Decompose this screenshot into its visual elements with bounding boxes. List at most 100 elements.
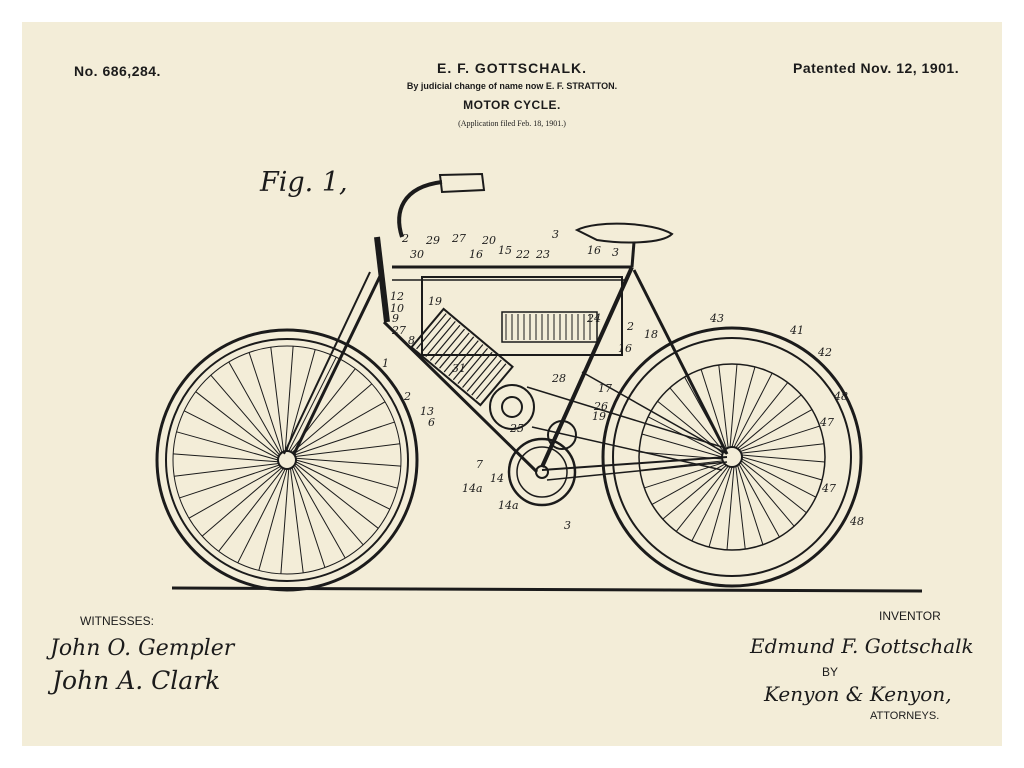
spoke xyxy=(201,467,283,537)
spoke xyxy=(270,347,285,452)
cooling-fin xyxy=(416,313,447,350)
reference-numeral: 29 xyxy=(425,234,440,247)
reference-numeral: 2 xyxy=(626,320,634,333)
spoke xyxy=(738,409,813,451)
reference-numeral: 6 xyxy=(428,416,435,429)
spoke xyxy=(735,466,746,550)
spoke xyxy=(295,443,400,458)
reference-numeral: 42 xyxy=(817,346,832,359)
chainring xyxy=(507,437,577,507)
inventor-label: INVENTOR xyxy=(879,609,941,623)
spoke xyxy=(729,364,738,448)
reference-numeral: 23 xyxy=(535,248,550,261)
spoke xyxy=(741,443,825,454)
application-filed-note: (Application filed Feb. 18, 1901.) xyxy=(458,119,566,128)
spoke xyxy=(731,366,756,448)
spoke xyxy=(295,461,391,510)
spoke xyxy=(740,460,807,514)
drive-belt xyxy=(526,386,723,448)
cooling-fin xyxy=(457,347,488,385)
spoke xyxy=(295,459,398,489)
patent-title: MOTOR CYCLE. xyxy=(463,98,561,112)
spoke xyxy=(737,465,764,545)
spoke xyxy=(675,465,729,532)
reference-numeral: 19 xyxy=(592,410,606,423)
reference-numeral: 16 xyxy=(587,244,601,257)
inventor-name-heading: E. F. GOTTSCHALK. xyxy=(437,60,587,76)
spoke xyxy=(295,457,401,467)
spoke xyxy=(726,466,735,550)
spoke xyxy=(651,463,726,505)
cooling-fin xyxy=(452,344,484,381)
name-change-note: By judicial change of name now E. F. STR… xyxy=(406,81,618,91)
engine xyxy=(410,307,514,407)
spoke xyxy=(708,466,733,548)
spoke xyxy=(739,462,795,527)
witness-signature-1: John O. Gempler xyxy=(50,636,235,661)
spoke xyxy=(286,349,316,452)
cooling-fin xyxy=(425,320,456,358)
reference-numeral: 13 xyxy=(420,405,434,418)
reference-numeral: 24 xyxy=(586,312,601,325)
reference-numeral: 28 xyxy=(551,372,566,385)
cooling-fin xyxy=(466,355,498,392)
reference-numeral: 47 xyxy=(821,482,836,495)
reference-numeral: 25 xyxy=(509,422,524,435)
cooling-fin xyxy=(429,324,461,361)
reference-numeral: 22 xyxy=(515,248,530,261)
reference-numeral: 20 xyxy=(481,234,496,247)
cooling-fin xyxy=(443,336,475,373)
reference-numeral: 10 xyxy=(390,302,404,315)
spoke xyxy=(718,364,729,448)
spoke xyxy=(669,387,725,452)
reference-numeral: 3 xyxy=(552,228,559,241)
spoke xyxy=(289,468,304,573)
spoke xyxy=(228,361,282,454)
reference-numeral: 17 xyxy=(598,382,612,395)
spoke xyxy=(284,346,294,452)
spoke xyxy=(740,425,820,452)
cooling-fin xyxy=(439,332,470,369)
spoke xyxy=(741,458,817,498)
figure-label: Fig. 1, xyxy=(260,167,348,198)
spoke xyxy=(176,431,279,461)
spoke xyxy=(293,401,386,455)
reference-numeral: 3 xyxy=(564,519,571,532)
by-label: BY xyxy=(822,665,839,679)
reference-numeral: 12 xyxy=(390,290,404,303)
reference-numeral: 14a xyxy=(462,482,483,495)
patent-sheet: No. 686,284. Patented Nov. 12, 1901. E. … xyxy=(22,22,1002,746)
reference-numeral: 9 xyxy=(392,312,399,325)
spoke xyxy=(288,356,337,452)
spoke xyxy=(741,456,823,481)
spoke xyxy=(292,466,346,559)
reference-numeral: 30 xyxy=(410,248,424,261)
reference-numeral: 16 xyxy=(469,248,483,261)
witnesses-label: WITNESSES: xyxy=(80,614,155,628)
reference-numeral: 27 xyxy=(451,232,466,245)
cooling-fin xyxy=(420,317,452,354)
pulley xyxy=(489,384,577,450)
spoke xyxy=(733,372,773,448)
spoke xyxy=(294,464,364,546)
reference-numeral: 41 xyxy=(789,324,804,337)
rear-wheel xyxy=(601,326,863,588)
reference-numeral: 18 xyxy=(644,328,658,341)
cooling-fin xyxy=(434,328,465,365)
witness-signature-2: John A. Clark xyxy=(52,666,221,695)
spoke xyxy=(280,468,290,574)
spoke xyxy=(174,462,279,477)
spoke xyxy=(735,382,789,449)
reference-numeral: 16 xyxy=(618,342,632,355)
spoke xyxy=(737,394,802,450)
front-wheel xyxy=(155,328,419,592)
spoke xyxy=(237,468,286,564)
reference-numeral: 8 xyxy=(408,334,415,347)
inventor-signature: Edmund F. Gottschalk xyxy=(750,634,974,658)
attorney-signature: Kenyon & Kenyon, xyxy=(764,682,952,706)
reference-numeral: 27 xyxy=(391,324,406,337)
reference-numeral: 3 xyxy=(612,246,619,259)
spoke xyxy=(188,465,281,519)
spoke xyxy=(294,421,395,456)
reference-numeral: 48 xyxy=(833,390,848,403)
